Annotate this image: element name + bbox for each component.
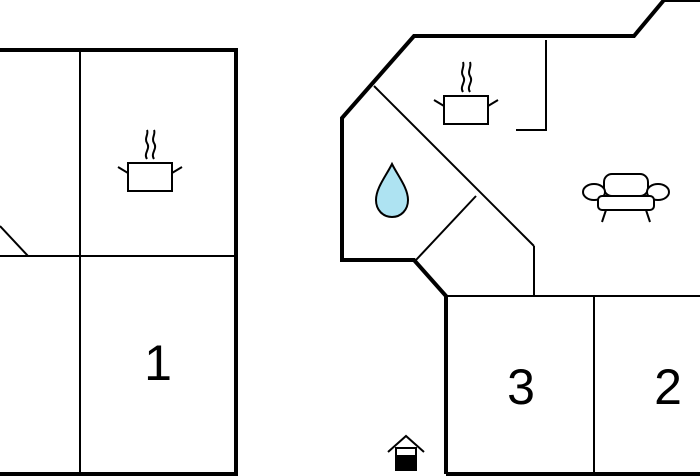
- cooking-pot-icon: [117, 129, 183, 192]
- kitchen-partition-wall: [516, 40, 547, 131]
- bathroom-diagonal-wall: [373, 85, 535, 247]
- water-drop-icon: [374, 161, 410, 219]
- room-label-2: 2: [654, 359, 682, 415]
- bathroom-lower-wall: [415, 195, 477, 261]
- right-building: [340, 0, 700, 476]
- cooking-pot-icon: [433, 61, 499, 125]
- right-building-outer-wall: [340, 0, 700, 474]
- left-building-stair-diagonal: [0, 225, 29, 257]
- room-label-3: 3: [507, 359, 535, 415]
- left-building: [0, 48, 238, 476]
- sofa-icon: [582, 173, 670, 223]
- entrance-house-icon: [387, 434, 425, 471]
- left-building-outer-wall: [0, 48, 238, 476]
- room-label-1: 1: [144, 335, 172, 391]
